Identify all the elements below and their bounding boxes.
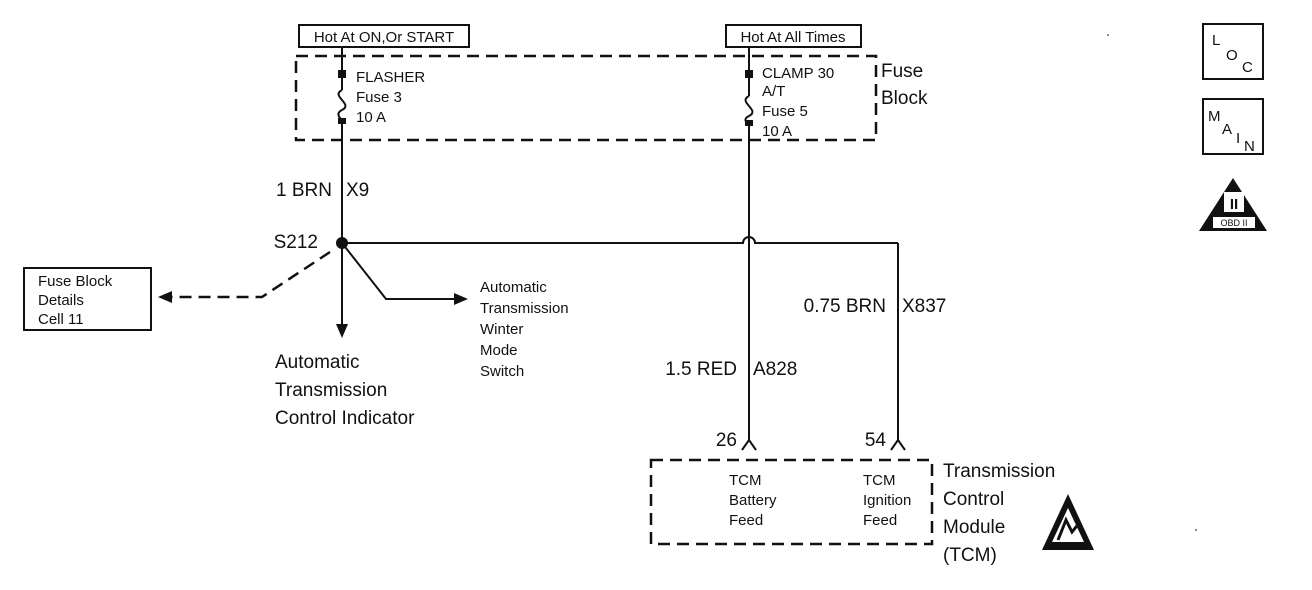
main-icon-a: A xyxy=(1222,121,1232,138)
wire-splice-bus xyxy=(342,236,898,244)
fuse-block-label-line2: Block xyxy=(881,88,928,109)
fuse-5-number: Fuse 5 xyxy=(762,103,808,120)
wire-to-winter-switch xyxy=(341,242,456,300)
arrow-to-indicator xyxy=(336,324,348,338)
loc-icon-c: C xyxy=(1242,59,1253,76)
winter-switch-label-line3: Winter xyxy=(480,321,523,338)
power-label-ignition: Hot At ON,Or START xyxy=(298,24,470,48)
esd-warning-icon xyxy=(1042,494,1094,550)
tcm-battery-feed-line1: TCM xyxy=(729,472,762,489)
arrow-to-winter-switch xyxy=(454,293,468,305)
indicator-label-line3: Control Indicator xyxy=(275,408,415,429)
winter-switch-label-line4: Mode xyxy=(480,342,518,359)
fuse-3-number: Fuse 3 xyxy=(356,89,402,106)
wire-x9-circuit: X9 xyxy=(346,180,369,201)
fuse-5-rating: 10 A xyxy=(762,123,792,140)
tcm-battery-feed-line2: Battery xyxy=(729,492,777,509)
tcm-ignition-feed-line2: Ignition xyxy=(863,492,911,509)
tcm-battery-feed-line3: Feed xyxy=(729,512,763,529)
ref-box-line2: Details xyxy=(38,292,84,309)
ref-box-line3: Cell 11 xyxy=(38,311,84,328)
tcm-name-line1: Transmission xyxy=(943,461,1055,482)
fuse-block-details-ref[interactable]: Fuse Block Details Cell 11 xyxy=(23,267,152,331)
pin-54-label: 54 xyxy=(865,430,887,451)
power-label-ignition-text: Hot At ON,Or START xyxy=(314,29,454,46)
winter-switch-label-line1: Automatic xyxy=(480,279,547,296)
main-icon-m: M xyxy=(1208,108,1221,125)
scan-speck xyxy=(1195,529,1197,531)
tcm-name-line3: Module xyxy=(943,517,1005,538)
winter-switch-label-line2: Transmission xyxy=(480,300,569,317)
scan-speck xyxy=(1107,34,1109,36)
tcm-outline xyxy=(649,458,934,546)
connector-pin-54 xyxy=(890,438,906,451)
fuse-3-symbol xyxy=(337,70,347,124)
loc-icon-o: O xyxy=(1226,47,1238,64)
fuse-3-rating: 10 A xyxy=(356,109,386,126)
splice-s212-label: S212 xyxy=(274,232,318,253)
wire-a828-circuit: A828 xyxy=(753,359,797,380)
tcm-name-line2: Control xyxy=(943,489,1004,510)
tcm-ignition-feed-line1: TCM xyxy=(863,472,896,489)
wire-x837-circuit: X837 xyxy=(902,296,946,317)
wire-x9-color: 1 BRN xyxy=(276,180,332,201)
loc-icon-l: L xyxy=(1212,32,1220,49)
ref-box-line1: Fuse Block xyxy=(38,273,113,290)
main-icon[interactable]: M A I N xyxy=(1202,98,1264,155)
tcm-ignition-feed-line3: Feed xyxy=(863,512,897,529)
tcm-name-line4: (TCM) xyxy=(943,545,997,566)
pin-26-label: 26 xyxy=(716,430,737,451)
indicator-label-line1: Automatic xyxy=(275,352,359,373)
fuse-3-name: FLASHER xyxy=(356,69,425,86)
power-label-battery-text: Hot At All Times xyxy=(740,29,845,46)
obd-icon-numeral: II xyxy=(1230,196,1238,213)
main-icon-i: I xyxy=(1236,130,1240,147)
fuse-5-symbol xyxy=(744,70,754,126)
winter-switch-label-line5: Switch xyxy=(480,363,524,380)
fuse-block-outline xyxy=(294,54,878,142)
obd-ii-icon[interactable]: II OBD II xyxy=(1199,178,1267,231)
wire-to-fuse-block-details xyxy=(172,250,331,299)
loc-icon[interactable]: L O C xyxy=(1202,23,1264,80)
wire-x837-color: 0.75 BRN xyxy=(804,296,886,317)
obd-icon-label: OBD II xyxy=(1220,218,1247,228)
connector-pin-26 xyxy=(741,438,757,451)
fuse-block-label-line1: Fuse xyxy=(881,61,923,82)
indicator-label-line2: Transmission xyxy=(275,380,387,401)
fuse-5-circuit-name: CLAMP 30 xyxy=(762,65,834,82)
power-label-battery: Hot At All Times xyxy=(725,24,862,48)
arrow-to-fuse-block-details xyxy=(158,291,172,303)
wire-a828-color: 1.5 RED xyxy=(665,359,737,380)
fuse-5-system: A/T xyxy=(762,83,785,100)
main-icon-n: N xyxy=(1244,138,1255,155)
